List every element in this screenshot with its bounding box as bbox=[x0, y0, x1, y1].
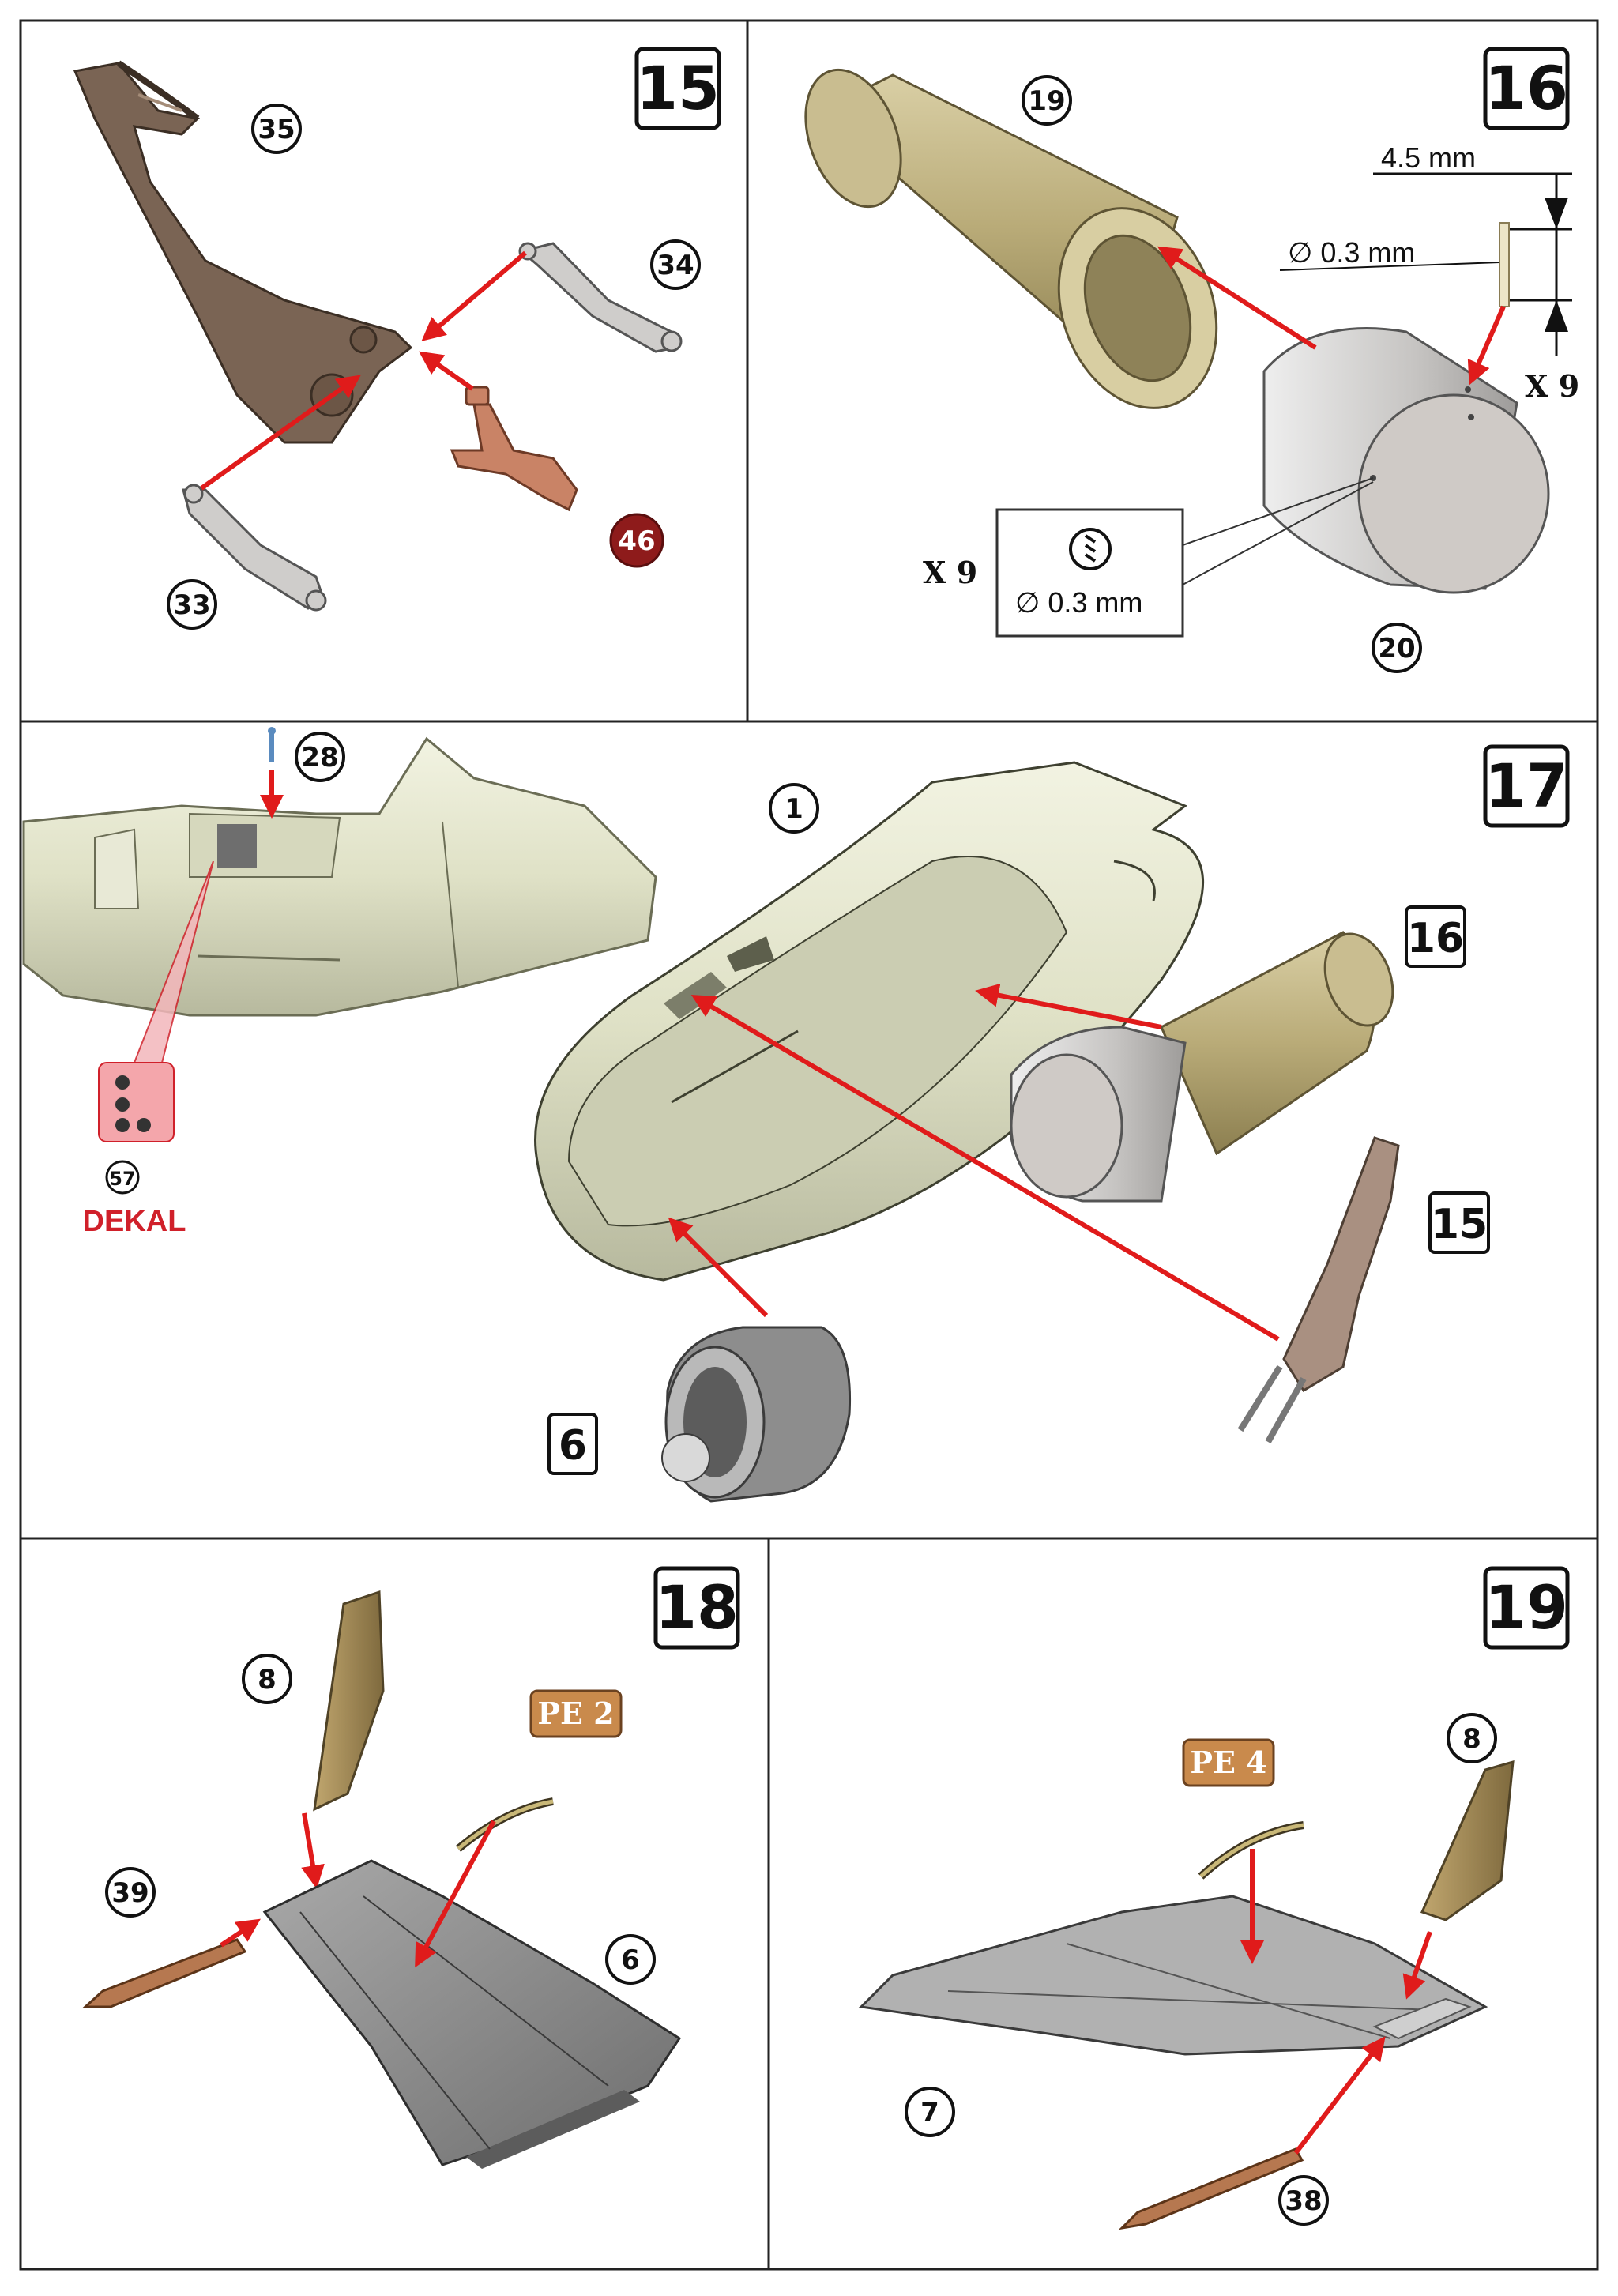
assembly-arrow bbox=[301, 1812, 325, 1889]
assembly-arrow bbox=[220, 1918, 261, 1948]
part-callout-20: 20 bbox=[1372, 623, 1422, 673]
part-callout-7: 7 bbox=[905, 2087, 955, 2137]
retraction-arm-part bbox=[182, 484, 327, 612]
assembly-arrow bbox=[1402, 1931, 1432, 2000]
drill-icon bbox=[1069, 528, 1112, 570]
svg-text:46: 46 bbox=[618, 525, 655, 557]
decal-callout: 57 DEKAL bbox=[83, 860, 214, 1238]
svg-text:7: 7 bbox=[920, 2097, 939, 2129]
subassembly-label-6: 6 bbox=[547, 1413, 598, 1475]
svg-text:28: 28 bbox=[301, 742, 338, 773]
engine-subassembly-16 bbox=[1010, 931, 1394, 1203]
assembly-arrow bbox=[421, 250, 527, 341]
engine-cylinder-part bbox=[1262, 327, 1550, 594]
step-number: 19 bbox=[1484, 1572, 1568, 1643]
assembly-arrow bbox=[1467, 305, 1506, 386]
svg-text:1: 1 bbox=[785, 793, 803, 825]
part-callout-35: 35 bbox=[251, 104, 302, 154]
svg-text:6: 6 bbox=[559, 1422, 587, 1470]
svg-text:35: 35 bbox=[258, 114, 295, 145]
part-callout-28: 28 bbox=[295, 732, 345, 782]
decal-label: DEKAL bbox=[83, 1205, 186, 1238]
assembly-arrow bbox=[200, 375, 361, 491]
svg-text:PE 2: PE 2 bbox=[537, 1696, 614, 1731]
svg-text:8: 8 bbox=[258, 1664, 277, 1696]
svg-text:X 9: X 9 bbox=[1525, 368, 1579, 404]
step-number-box: 19 bbox=[1483, 1566, 1570, 1650]
step-18-panel: 18 PE 2 8 39 bbox=[82, 1566, 740, 2169]
svg-text:34: 34 bbox=[657, 250, 694, 281]
step-number: 18 bbox=[655, 1572, 739, 1643]
part-callout-6: 6 bbox=[605, 1934, 656, 1985]
part-callout-39: 39 bbox=[105, 1867, 156, 1918]
step-15-panel: 15 35 bbox=[73, 47, 721, 630]
step-19-panel: 19 PE 4 8 7 bbox=[858, 1566, 1570, 2230]
subassembly-label-16: 16 bbox=[1405, 905, 1466, 968]
drill-depth-dimension: 4.5 mm X 9 bbox=[1373, 141, 1579, 404]
tail-fin-part bbox=[313, 1590, 385, 1812]
assembly-arrow bbox=[1157, 246, 1317, 350]
svg-text:16: 16 bbox=[1407, 915, 1464, 962]
assembly-arrow bbox=[1293, 2036, 1386, 2155]
svg-text:PE 4: PE 4 bbox=[1190, 1745, 1266, 1780]
subassembly-label-15: 15 bbox=[1428, 1191, 1490, 1254]
part-callout-33: 33 bbox=[167, 579, 217, 630]
wing-part bbox=[262, 1859, 682, 2169]
landing-gear-subassembly-15 bbox=[1237, 1136, 1400, 1443]
intake-part bbox=[661, 1326, 852, 1503]
svg-text:8: 8 bbox=[1462, 1723, 1481, 1755]
assembly-arrow bbox=[668, 1217, 769, 1318]
part-callout-8: 8 bbox=[1447, 1713, 1497, 1763]
step-17-panel: 17 28 57 DEKAL bbox=[22, 727, 1570, 1503]
svg-text:33: 33 bbox=[173, 589, 210, 621]
step-16-panel: 16 4.5 mm X 9 ∅ 0.3 mm bbox=[804, 47, 1579, 673]
step-number: 16 bbox=[1484, 53, 1568, 123]
step-number-box: 15 bbox=[634, 47, 721, 130]
svg-text:19: 19 bbox=[1028, 85, 1065, 117]
svg-text:∅ 0.3 mm: ∅ 0.3 mm bbox=[1015, 586, 1142, 619]
resin-link-part bbox=[450, 386, 578, 512]
svg-text:57: 57 bbox=[109, 1168, 135, 1190]
retraction-arm-part bbox=[518, 242, 683, 353]
step-number-box: 16 bbox=[1483, 47, 1570, 130]
page-frame bbox=[19, 19, 1599, 2271]
pitot-probe-part bbox=[82, 1938, 247, 2008]
pe-badge: PE 4 bbox=[1182, 1738, 1275, 1787]
svg-text:39: 39 bbox=[111, 1877, 149, 1909]
part-callout-1: 1 bbox=[769, 783, 819, 834]
fuselage-assembled-view bbox=[22, 736, 657, 1017]
step-number: 17 bbox=[1484, 751, 1568, 821]
svg-text:∅ 0.3 mm: ∅ 0.3 mm bbox=[1288, 236, 1415, 269]
svg-text:20: 20 bbox=[1378, 633, 1415, 664]
svg-text:6: 6 bbox=[621, 1944, 640, 1976]
tail-fin-part bbox=[1420, 1760, 1515, 1921]
assembly-arrow bbox=[690, 994, 1280, 1342]
step-number-box: 18 bbox=[653, 1566, 740, 1650]
fuselage-half-part bbox=[534, 761, 1205, 1282]
part-callout-34: 34 bbox=[650, 239, 701, 290]
resin-part-callout-46: 46 bbox=[609, 513, 664, 568]
step-number-box: 17 bbox=[1483, 744, 1570, 828]
landing-gear-strut-part bbox=[73, 60, 413, 444]
part-callout-19: 19 bbox=[1022, 75, 1072, 126]
step-number: 15 bbox=[636, 53, 720, 123]
quantity-label: X 9 bbox=[923, 555, 977, 590]
wing-part bbox=[858, 1895, 1488, 2056]
drill-diameter-label: ∅ 0.3 mm bbox=[1279, 236, 1500, 271]
pitot-probe-part bbox=[1118, 2147, 1304, 2230]
pe-strip-part bbox=[455, 1797, 554, 1852]
svg-text:15: 15 bbox=[1431, 1201, 1488, 1248]
svg-text:38: 38 bbox=[1285, 2185, 1322, 2217]
part-callout-38: 38 bbox=[1278, 2175, 1329, 2226]
assembly-arrow bbox=[419, 351, 474, 391]
assembly-arrow bbox=[415, 1820, 496, 1968]
part-callout-8: 8 bbox=[242, 1654, 292, 1704]
svg-text:4.5 mm: 4.5 mm bbox=[1381, 141, 1476, 174]
drill-hole-callout: ∅ 0.3 mm bbox=[995, 477, 1374, 638]
exhaust-tube-part bbox=[804, 68, 1218, 409]
pe-badge: PE 2 bbox=[529, 1689, 623, 1738]
assembly-arrow bbox=[975, 983, 1162, 1029]
pitot-part bbox=[268, 727, 276, 762]
pe-strip-part bbox=[1198, 1821, 1304, 1880]
